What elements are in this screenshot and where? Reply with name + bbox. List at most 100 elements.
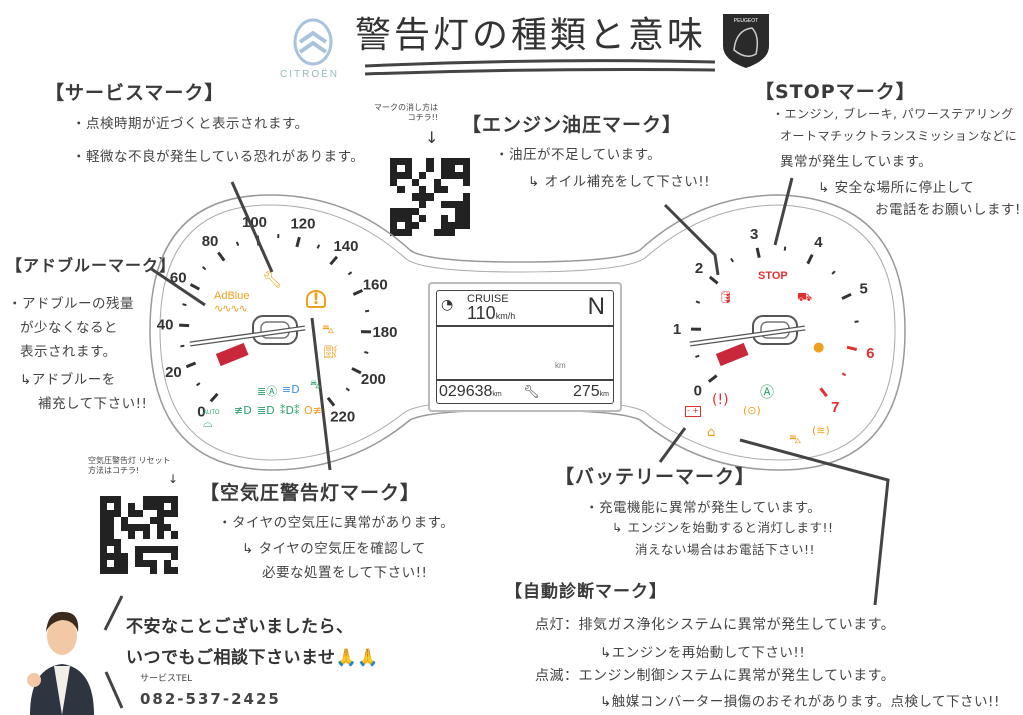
gauge-tick: [329, 255, 339, 266]
abs-icon: (⊙): [743, 404, 761, 417]
engine-oil-line-2: ↳ オイル補充をして下さい!!: [528, 174, 711, 190]
battery-mark-heading: 【バッテリーマーク】: [555, 466, 756, 488]
stop-start-icon: Ⓐ: [760, 385, 774, 401]
gauge-label: 80: [202, 233, 219, 250]
adblue-line-1: ・アドブルーの残量: [8, 296, 134, 312]
gauge-tick: [295, 236, 301, 248]
engine-oil-line-1: ・油圧が不足しています。: [495, 147, 662, 163]
gauge-tick: [179, 323, 190, 328]
gauge-tick: [364, 309, 370, 313]
pointer-line-diag: [739, 438, 890, 606]
cruise-speed-unit: km/h: [495, 311, 516, 321]
gauge-needle-highlight: [189, 326, 306, 346]
peugeot-logo-text: PEUGEOT: [734, 18, 758, 24]
qr-code-service-reset[interactable]: [390, 158, 470, 236]
gauge-tick: [819, 387, 828, 398]
gauge-tick: [209, 392, 219, 403]
gauge-tick: [846, 345, 858, 351]
adblue-line-4: ↳アドブルーを: [20, 372, 116, 388]
gauge-tick: [345, 387, 350, 392]
gauge-tick: [755, 247, 761, 259]
gauge-tick: [189, 283, 201, 291]
tire-line-1: ・タイヤの空気圧に異常があります。: [218, 515, 455, 531]
cruise-speed-value: 110: [467, 303, 496, 323]
gauge-label: 40: [157, 316, 174, 333]
stop-mark-line-5: お電話をお願いします!: [875, 202, 1021, 218]
gauge-label: 7: [831, 399, 839, 416]
service-wrench-icon: 🔧︎: [262, 270, 283, 289]
gauge-tick: [180, 344, 185, 348]
qr-code-tire-reset[interactable]: [100, 496, 178, 574]
battery-line-3: 消えない場合はお電話下さい!!: [635, 542, 816, 557]
gauge-tick: [707, 374, 718, 383]
adblue-line-5: 補充して下さい!!: [38, 396, 148, 412]
qr-tire-note: 空気圧警告灯 リセット方法はコチラ!: [88, 456, 171, 475]
gauge-label: 1: [673, 321, 681, 338]
service-mark-heading: 【サービスマーク】: [45, 82, 225, 104]
cruise-speedometer-icon: ◔: [441, 297, 454, 313]
gear-indicator: N: [587, 293, 605, 320]
gauge-label: 180: [372, 324, 397, 341]
service-mark-line-1: ・点検時期が近づくと表示されます。: [72, 116, 309, 132]
gauge-tick: [695, 300, 701, 304]
mid-unit: km: [555, 361, 566, 370]
gauge-label: 4: [814, 234, 823, 251]
contact-line-2: いつでもご相談下さいませ🙏🙏: [126, 648, 379, 668]
qr-service-note: マークの消し方は コチラ!!: [374, 103, 438, 122]
driver-assist-icon: ⛍: [310, 378, 322, 391]
gauge-tick: [351, 367, 362, 375]
gauge-label: 5: [860, 280, 868, 297]
stop-mark-heading: 【STOPマーク】: [755, 81, 916, 103]
gauge-needle-counterweight: [715, 342, 749, 367]
tel-number[interactable]: 082-537-2425: [140, 690, 281, 708]
auto-wiper-icon: AUTO⌓: [203, 410, 220, 430]
airbag-icon: ●: [813, 340, 825, 355]
peugeot-logo: PEUGEOT: [723, 14, 769, 68]
pointer-line-service: [230, 181, 274, 273]
page-title: 警告灯の種類と意味: [355, 15, 707, 56]
rear-fog-light-icon: O≢: [304, 404, 322, 417]
title-underline: [364, 59, 716, 76]
front-fog-light-icon: ≢D: [234, 404, 252, 417]
citroen-logo-text: CITROËN: [280, 69, 339, 80]
gauge-label: 0: [197, 404, 205, 421]
odometer-value: 029638: [439, 383, 493, 400]
service-mark-line-2: ・軽微な不良が発生している恐れがあります。: [72, 149, 365, 165]
esp-off-icon: (≋): [812, 424, 830, 437]
pointer-line-adblue: [149, 266, 206, 307]
gauge-tick: [364, 351, 369, 354]
contact-line-1: 不安なことございましたら、: [126, 617, 354, 637]
battery-line-2: ↳ エンジンを始動すると消灯します!!: [612, 520, 834, 535]
odometer: 029638km: [439, 383, 502, 401]
battery-icon: - +: [685, 406, 701, 417]
adblue-line-2: が少なくなると: [20, 320, 118, 336]
diag-line-1: 点灯：排気ガス浄化システムに異常が発生しています。: [535, 617, 896, 633]
tire-mark-heading: 【空気圧警告灯マーク】: [200, 482, 421, 504]
tel-label: サービスTEL: [140, 674, 193, 684]
pointer-line-stop: [773, 177, 794, 246]
gauge-label: 2: [695, 260, 703, 277]
service-wrench-icon: 🔧︎: [523, 385, 540, 400]
gauge-tick: [185, 361, 197, 369]
odometer-unit: km: [492, 391, 502, 398]
diag-line-2: ↳エンジンを再始動して下さい!!: [600, 645, 806, 661]
gauge-tick: [196, 382, 201, 387]
service-distance-unit: km: [599, 391, 609, 398]
gauge-label: 20: [165, 364, 182, 381]
adblue-line-3: 表示されます。: [20, 344, 117, 360]
side-light-icon: ⁑D⁑: [280, 404, 300, 417]
tire-pressure-warning-icon: !: [306, 290, 326, 308]
gauge-tick: [182, 303, 187, 307]
cruise-speed: 110km/h: [467, 303, 515, 324]
stop-mark-line-1: ・エンジン, ブレーキ, パワーステアリング: [772, 107, 1014, 121]
gauge-tick: [831, 270, 836, 275]
gauge-needle-highlight: [689, 326, 806, 346]
stop-warning-label: STOP: [758, 270, 788, 282]
brake-warning-icon: (!): [712, 392, 729, 408]
speech-marks: [103, 595, 124, 709]
gauge-label: 3: [750, 226, 758, 243]
gauge-tick: [841, 372, 847, 377]
stop-mark-line-3: 異常が発生しています。: [780, 154, 933, 170]
